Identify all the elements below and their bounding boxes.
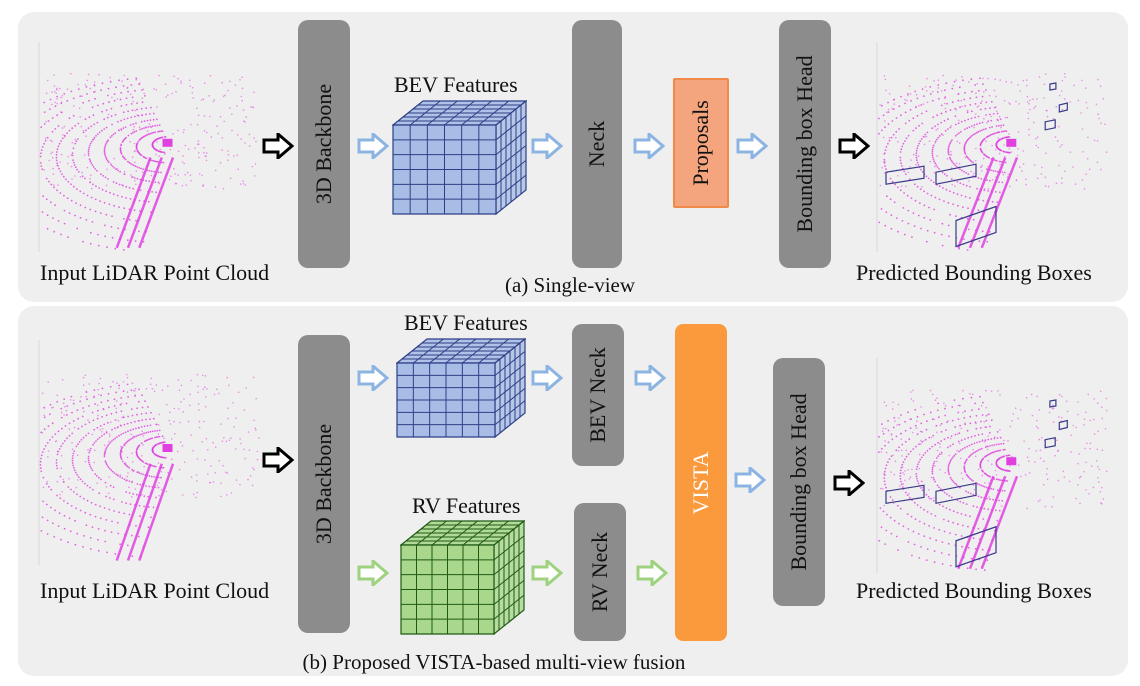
bounding-box-head-block: Bounding box Head	[779, 20, 831, 268]
blue-arrow-icon	[531, 365, 563, 391]
rv-neck-label: RV Neck	[587, 531, 612, 613]
green-arrow-icon	[531, 560, 563, 586]
black-arrow-icon	[833, 470, 865, 496]
bev-feature-cube	[396, 338, 526, 438]
panel-b-caption: (b) Proposed VISTA-based multi-view fusi…	[302, 650, 686, 674]
blue-arrow-icon	[634, 365, 666, 391]
panel-a-caption: (a) Single-view	[504, 273, 636, 297]
black-arrow-icon	[262, 133, 294, 159]
3d-backbone-block: 3D Backbone	[298, 335, 350, 633]
bounding-box-head-label: Bounding box Head	[786, 393, 811, 571]
proposals-label: Proposals	[688, 100, 713, 186]
bev-features-label: BEV Features	[404, 310, 528, 335]
black-arrow-icon	[262, 447, 294, 473]
blue-arrow-icon	[734, 467, 766, 493]
input-point-cloud-label: Input LiDAR Point Cloud	[40, 260, 270, 285]
input-point-cloud-image	[38, 340, 263, 565]
blue-arrow-icon	[736, 133, 768, 159]
input-point-cloud-label: Input LiDAR Point Cloud	[40, 578, 270, 603]
predicted-boxes-label: Predicted Bounding Boxes	[856, 578, 1092, 603]
3d-backbone-label: 3D Backbone	[311, 423, 336, 545]
vista-block: VISTA	[675, 324, 727, 641]
blue-arrow-icon	[633, 133, 665, 159]
blue-arrow-icon	[531, 133, 563, 159]
black-arrow-icon	[838, 133, 870, 159]
neck-block: Neck	[572, 20, 622, 268]
blue-arrow-icon	[357, 365, 389, 391]
neck-label: Neck	[584, 120, 609, 168]
green-arrow-icon	[636, 560, 668, 586]
green-arrow-icon	[357, 560, 389, 586]
bev-neck-block: BEV Neck	[572, 324, 624, 466]
input-point-cloud-image	[38, 42, 263, 252]
bev-features-label: BEV Features	[394, 72, 518, 97]
predicted-boxes-image	[876, 358, 1111, 573]
bev-feature-cube	[392, 100, 527, 215]
proposals-block: Proposals	[673, 78, 729, 208]
3d-backbone-block: 3D Backbone	[298, 20, 350, 268]
vista-label: VISTA	[688, 450, 713, 515]
bounding-box-head-label: Bounding box Head	[792, 55, 817, 233]
rv-feature-cube	[400, 520, 525, 635]
predicted-boxes-label: Predicted Bounding Boxes	[856, 260, 1092, 285]
rv-neck-block: RV Neck	[574, 503, 626, 641]
rv-features-label: RV Features	[412, 493, 521, 518]
3d-backbone-label: 3D Backbone	[311, 83, 336, 205]
blue-arrow-icon	[357, 133, 389, 159]
predicted-boxes-image	[876, 42, 1111, 252]
bounding-box-head-block: Bounding box Head	[773, 358, 825, 606]
bev-neck-label: BEV Neck	[585, 347, 610, 443]
